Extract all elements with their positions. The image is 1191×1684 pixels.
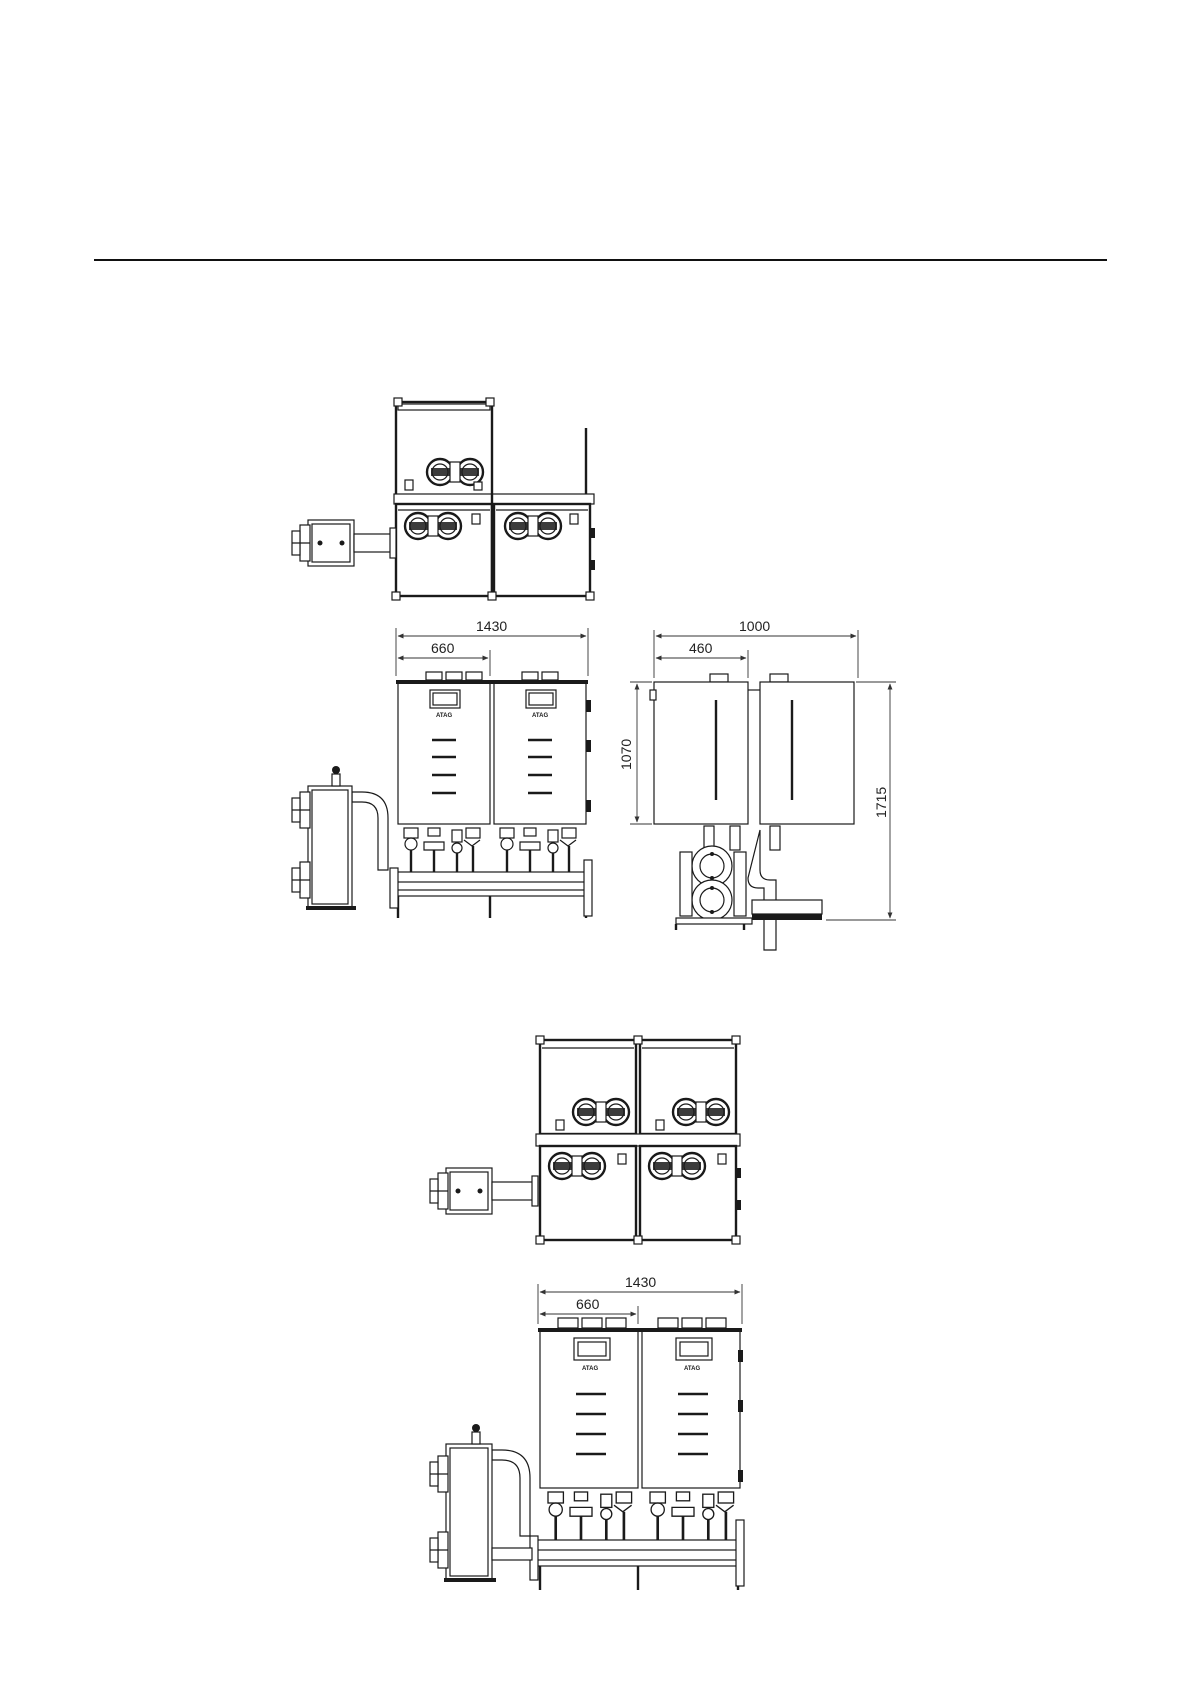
set1-side-cabinet-height-label: 1070 [618, 739, 634, 770]
svg-text:ATAG: ATAG [436, 713, 452, 719]
set2-front-view: ATAG ATAG [430, 1318, 744, 1590]
set2-front-unit-width-label: 660 [576, 1296, 600, 1312]
svg-text:ATAG: ATAG [684, 1366, 700, 1372]
set1-front-dimensions: 1430 660 [396, 618, 588, 676]
svg-text:ATAG: ATAG [532, 713, 548, 719]
set1-front-unit-width-label: 660 [431, 640, 455, 656]
set1-front-width-label: 1430 [476, 618, 507, 634]
set1-front-view: ATAG ATAG [292, 672, 592, 918]
set1-side-view [650, 674, 854, 950]
set1-top-view [292, 398, 595, 600]
set1-side-total-height-label: 1715 [873, 787, 889, 818]
set1-side-depth-label: 1000 [739, 618, 770, 634]
set2-top-view [430, 1036, 741, 1244]
svg-text:ATAG: ATAG [582, 1366, 598, 1372]
set1-side-unit-depth-label: 460 [689, 640, 713, 656]
set2-front-dimensions: 1430 660 [538, 1274, 742, 1324]
set2-front-width-label: 1430 [625, 1274, 656, 1290]
